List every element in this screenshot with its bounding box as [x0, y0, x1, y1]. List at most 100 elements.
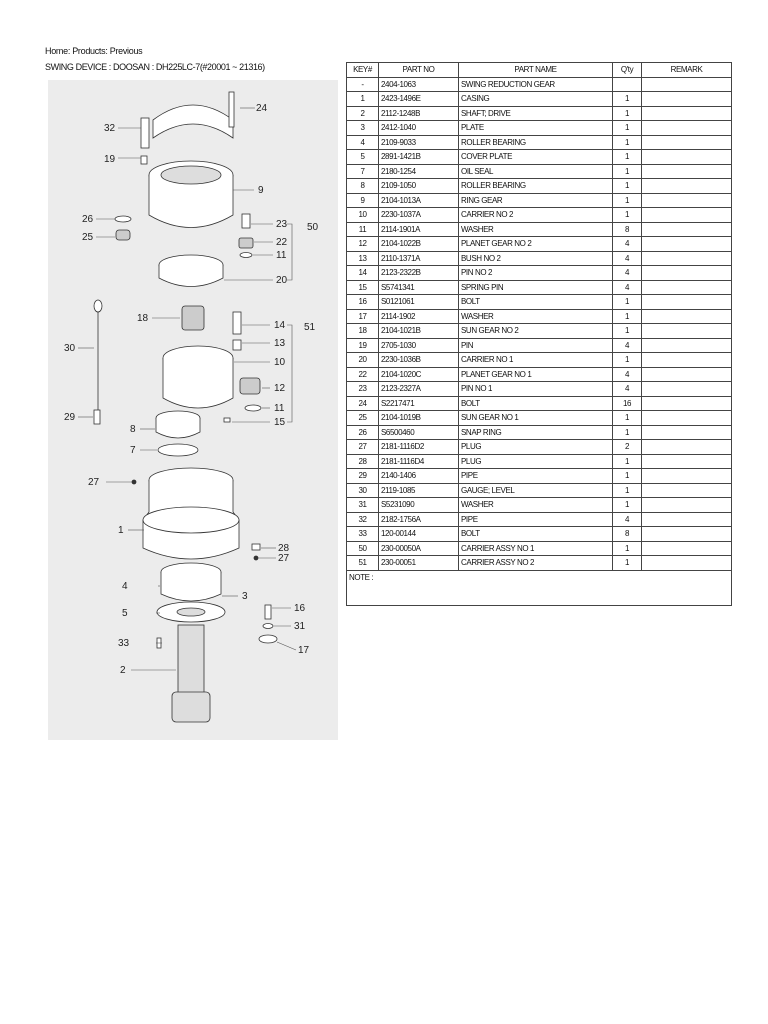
spring-pin-15-shape [223, 417, 231, 423]
breadcrumb-home-link[interactable]: Home [45, 46, 68, 56]
key-cell: 17 [346, 308, 379, 324]
callout-32: 32 [104, 123, 116, 134]
washer-11a-shape [239, 252, 253, 258]
part-no-cell: S6500460 [378, 424, 459, 440]
remark-cell [641, 192, 732, 208]
key-cell: 28 [346, 453, 379, 469]
remark-cell [641, 497, 732, 513]
part-no-cell: 230-00051 [378, 555, 459, 571]
washer-31-shape [262, 623, 274, 629]
remark-cell [641, 279, 732, 295]
bearing-8-body [155, 418, 201, 439]
part-no-cell: 2182-1756A [378, 511, 459, 527]
part-no-cell: 2230-1036B [378, 352, 459, 368]
key-cell: - [346, 76, 379, 92]
remark-cell [641, 221, 732, 237]
remark-cell [641, 424, 732, 440]
part-no-cell: 2104-1022B [378, 236, 459, 252]
breadcrumb-previous-link[interactable]: Previous [109, 46, 143, 56]
callout-12: 12 [274, 383, 286, 394]
part-no-cell: 2114-1901A [378, 221, 459, 237]
key-cell: 18 [346, 323, 379, 339]
key-cell: 15 [346, 279, 379, 295]
key-cell: 10 [346, 207, 379, 223]
callout-31: 31 [294, 621, 306, 632]
part-name-cell: BUSH NO 2 [458, 250, 613, 266]
casing-flange [142, 506, 240, 534]
oil-seal-shape [157, 443, 199, 457]
key-cell: 23 [346, 381, 379, 397]
key-cell: 32 [346, 511, 379, 527]
part-name-cell: CARRIER ASSY NO 2 [458, 555, 613, 571]
callout-23: 23 [276, 219, 288, 230]
remark-cell [641, 250, 732, 266]
key-cell: 26 [346, 424, 379, 440]
callout-3: 3 [242, 591, 248, 602]
qty-cell: 8 [612, 221, 642, 237]
callout-19: 19 [104, 154, 116, 165]
carrier-1-body [158, 265, 224, 287]
part-no-cell: 2705-1030 [378, 337, 459, 353]
qty-cell: 1 [612, 323, 642, 339]
key-cell: 2 [346, 105, 379, 121]
callout-28: 28 [278, 543, 290, 554]
part-name-cell: ROLLER BEARING [458, 134, 613, 150]
breadcrumb-separator: : [67, 46, 73, 56]
key-cell: 1 [346, 91, 379, 107]
qty-cell: 4 [612, 279, 642, 295]
key-cell: 16 [346, 294, 379, 310]
callout-22: 22 [276, 237, 288, 248]
part-no-cell: 2404-1063 [378, 76, 459, 92]
qty-cell: 8 [612, 526, 642, 542]
key-cell: 20 [346, 352, 379, 368]
part-name-cell: PLANET GEAR NO 2 [458, 236, 613, 252]
snap-ring-shape [114, 215, 132, 223]
part-name-cell: PLUG [458, 453, 613, 469]
column-header: PART NO [378, 62, 459, 78]
key-cell: 24 [346, 395, 379, 411]
part-name-cell: BOLT [458, 526, 613, 542]
key-cell: 51 [346, 555, 379, 571]
qty-cell: 1 [612, 555, 642, 571]
key-cell: 33 [346, 526, 379, 542]
remark-cell [641, 526, 732, 542]
part-name-cell: SNAP RING [458, 424, 613, 440]
part-no-cell: 2109-9033 [378, 134, 459, 150]
ring-gear-body [148, 175, 234, 228]
part-name-cell: PIPE [458, 511, 613, 527]
callout-11b: 11 [274, 403, 285, 414]
part-no-cell: 2123-2327A [378, 381, 459, 397]
part-no-cell: S2217471 [378, 395, 459, 411]
qty-cell: 1 [612, 468, 642, 484]
exploded-parts-diagram: 24 32 19 9 26 25 23 50 22 11 20 18 14 51… [48, 80, 338, 740]
breadcrumb-products-link[interactable]: Products [72, 46, 106, 56]
key-cell: 25 [346, 410, 379, 426]
qty-cell: 1 [612, 482, 642, 498]
callout-51: 51 [304, 322, 316, 333]
part-no-cell: 2104-1020C [378, 366, 459, 382]
key-cell: 8 [346, 178, 379, 194]
qty-cell: 1 [612, 192, 642, 208]
part-name-cell: CARRIER NO 2 [458, 207, 613, 223]
part-name-cell: PLATE [458, 120, 613, 136]
part-name-cell: SUN GEAR NO 1 [458, 410, 613, 426]
part-name-cell: OIL SEAL [458, 163, 613, 179]
qty-cell: 4 [612, 250, 642, 266]
part-name-cell: PIN NO 2 [458, 265, 613, 281]
key-cell: 19 [346, 337, 379, 353]
remark-cell [641, 410, 732, 426]
part-name-cell: WASHER [458, 497, 613, 513]
plug-27b-shape [253, 555, 259, 561]
part-name-cell: WASHER [458, 308, 613, 324]
part-name-cell: PLUG [458, 439, 613, 455]
part-no-cell: 2230-1037A [378, 207, 459, 223]
